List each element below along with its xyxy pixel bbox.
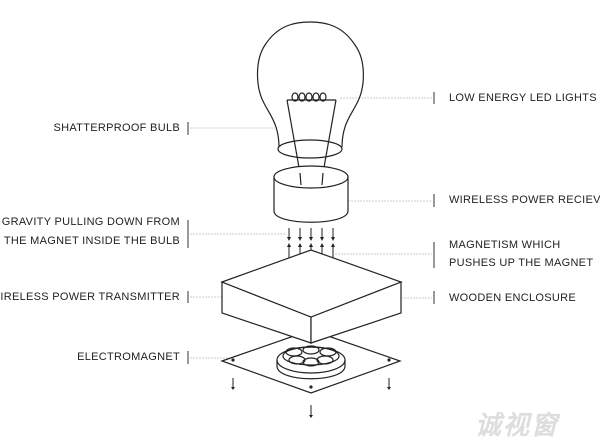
label-shatterproof-bulb: SHATTERPROOF BULB xyxy=(53,122,180,134)
label-low-energy-led: LOW ENERGY LED LIGHTS xyxy=(449,92,597,104)
label-electromagnet: ELECTROMAGNET xyxy=(77,351,180,363)
label-wooden-enclosure: WOODEN ENCLOSURE xyxy=(449,292,577,304)
label-wireless-transmitter: WIRELESS POWER TRANSMITTER xyxy=(0,291,180,303)
label-ticks xyxy=(187,92,435,364)
label-magnetism-line1: MAGNETISM WHICH xyxy=(449,239,561,251)
wooden-enclosure-box xyxy=(220,249,403,344)
label-wireless-receiver: WIRELESS POWER RECIEVER xyxy=(449,194,600,206)
wireless-receiver-cylinder xyxy=(273,165,349,223)
bulb-glass xyxy=(256,21,364,148)
bulb-rim xyxy=(277,139,343,159)
electromagnet-plate xyxy=(220,329,402,394)
label-gravity-line2: THE MAGNET INSIDE THE BULB xyxy=(3,235,180,247)
watermark: 诚视窗 xyxy=(475,410,560,440)
led-filament xyxy=(286,92,337,174)
label-gravity-line1: GRAVITY PULLING DOWN FROM xyxy=(1,216,180,228)
screw-arrows xyxy=(231,378,391,418)
label-magnetism-line2: PUSHES UP THE MAGNET xyxy=(449,257,594,269)
